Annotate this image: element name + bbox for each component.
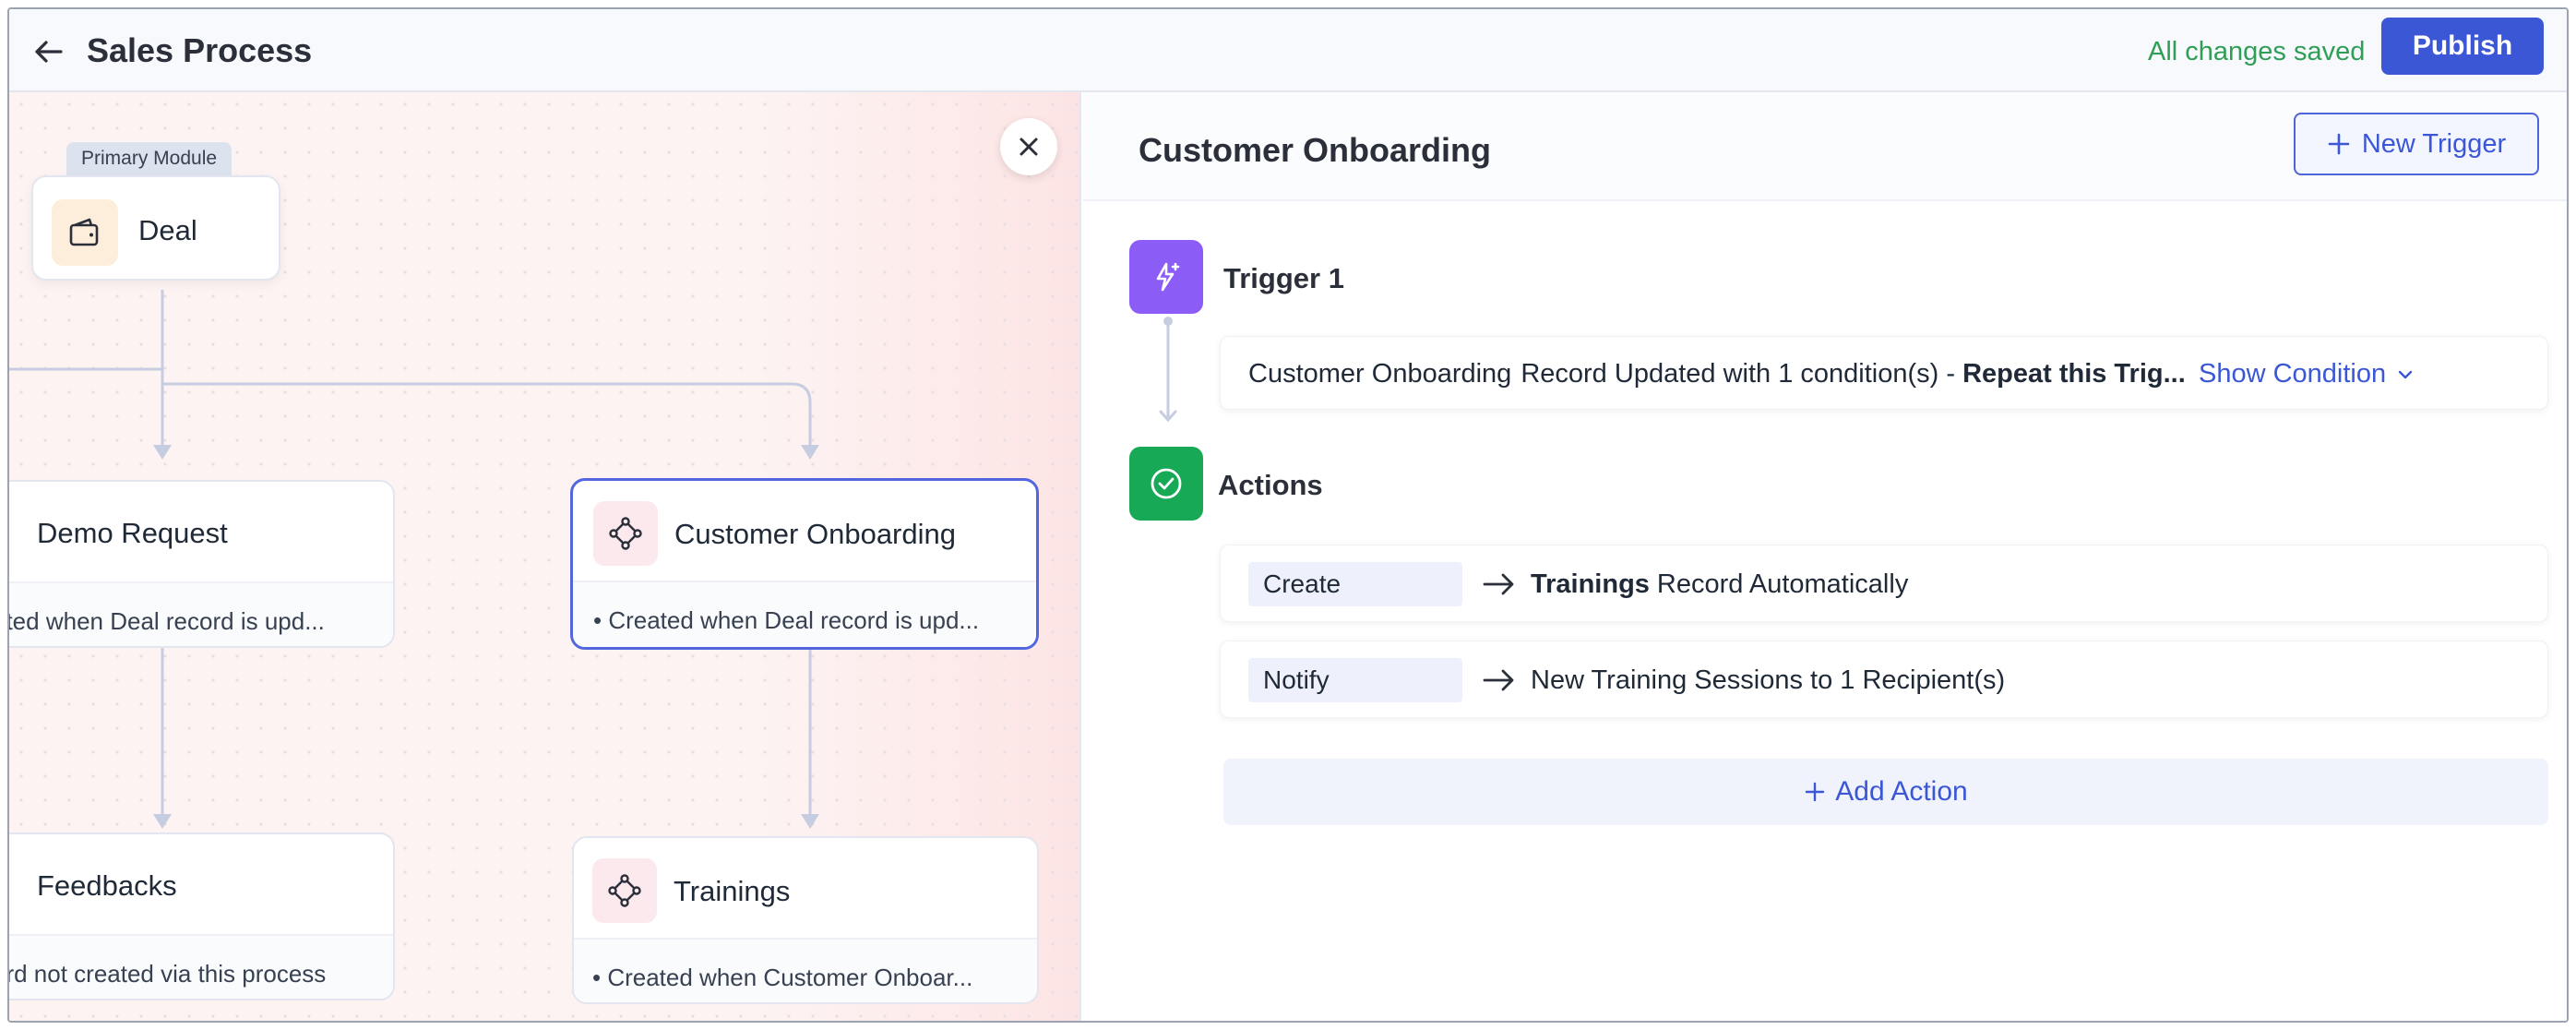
- action-description: New Training Sessions to 1 Recipient(s): [1531, 665, 2006, 695]
- show-condition-link[interactable]: Show Condition: [2199, 359, 2415, 389]
- nodes-icon: [592, 858, 657, 923]
- plus-icon: [2328, 133, 2350, 155]
- process-node-customer-onboarding[interactable]: Customer Onboarding • Created when Deal …: [570, 478, 1039, 650]
- action-type: Create: [1248, 562, 1462, 606]
- primary-module-badge: Primary Module: [66, 142, 233, 175]
- new-trigger-button[interactable]: New Trigger: [2294, 113, 2539, 175]
- close-icon[interactable]: [1000, 118, 1057, 175]
- node-title: Customer Onboarding: [674, 518, 956, 550]
- deal-node[interactable]: Deal: [31, 175, 280, 281]
- process-canvas[interactable]: Primary Module Deal Demo Request ated wh…: [9, 92, 1081, 1021]
- actions-title: Actions: [1218, 469, 1323, 501]
- lightning-icon: [1129, 240, 1203, 314]
- publish-button[interactable]: Publish: [2381, 18, 2544, 75]
- arrow-right-icon: [1483, 669, 1514, 691]
- nodes-icon: [593, 501, 658, 566]
- page-title: Sales Process: [87, 31, 313, 69]
- trigger-panel: Customer Onboarding New Trigger Trigger …: [1083, 92, 2567, 1021]
- plus-icon: [1806, 782, 1825, 802]
- top-bar: Sales Process All changes saved Publish: [9, 9, 2567, 92]
- wallet-icon: [52, 199, 118, 266]
- trigger-title: Trigger 1: [1223, 262, 1344, 294]
- back-arrow-icon[interactable]: [28, 31, 68, 72]
- node-title: Demo Request: [37, 517, 228, 549]
- deal-label: Deal: [138, 214, 197, 246]
- new-trigger-label: New Trigger: [2361, 128, 2507, 159]
- node-description: ated when Deal record is upd...: [9, 607, 325, 635]
- process-node-trainings[interactable]: Trainings • Created when Customer Onboar…: [572, 836, 1039, 1004]
- node-description: • Created when Customer Onboar...: [592, 964, 973, 991]
- chevron-down-icon: [2398, 370, 2413, 378]
- add-action-button[interactable]: Add Action: [1223, 759, 2548, 825]
- arrow-right-icon: [1483, 573, 1514, 595]
- panel-title: Customer Onboarding: [1139, 131, 1492, 169]
- process-node-feedbacks[interactable]: Feedbacks ord not created via this proce…: [9, 832, 395, 1000]
- node-description: ord not created via this process: [9, 960, 327, 988]
- save-status-text: All changes saved: [2148, 37, 2366, 66]
- trigger-connector: [1159, 317, 1177, 423]
- process-node-demo-request[interactable]: Demo Request ated when Deal record is up…: [9, 480, 395, 648]
- action-type: Notify: [1248, 658, 1462, 702]
- node-title: Feedbacks: [37, 869, 177, 902]
- add-action-label: Add Action: [1835, 776, 1968, 807]
- panel-header: Customer Onboarding New Trigger: [1083, 92, 2567, 201]
- check-circle-icon: [1129, 447, 1203, 521]
- node-title: Trainings: [674, 875, 791, 907]
- app-window: Sales Process All changes saved Publish: [7, 7, 2569, 1023]
- action-row-notify[interactable]: Notify New Training Sessions to 1 Recipi…: [1220, 641, 2548, 718]
- node-description: • Created when Deal record is upd...: [593, 606, 980, 634]
- connector-lines: [9, 290, 819, 829]
